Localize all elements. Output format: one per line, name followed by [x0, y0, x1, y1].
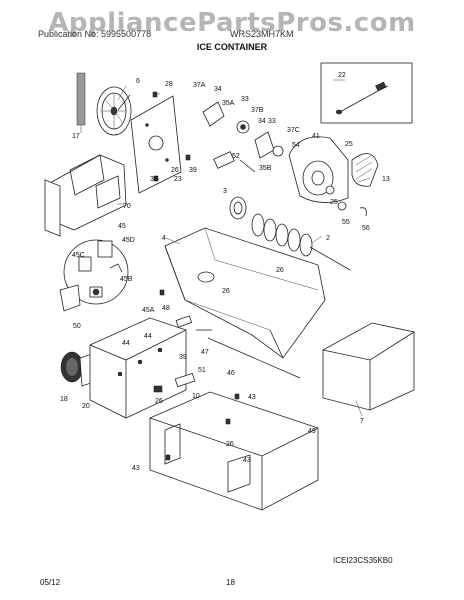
part-17-strip [76, 72, 86, 126]
callout-50: 50 [73, 323, 81, 330]
callout-45c: 45C [72, 252, 85, 259]
callout-44-right: 44 [144, 333, 152, 340]
callout-48: 48 [162, 305, 170, 312]
callout-70: 70 [123, 203, 131, 210]
callout-45b: 45B [120, 276, 133, 283]
auger-linkage [202, 101, 284, 173]
callout-54: 54 [292, 142, 300, 149]
part-4-ice-container [164, 227, 326, 359]
callout-26-frame: 26 [226, 441, 234, 448]
callout-39-low: 39 [179, 354, 187, 361]
part-6-wheel [96, 86, 132, 136]
callout-39-left: 39 [150, 176, 158, 183]
callout-45: 45 [118, 223, 126, 230]
callout-6: 6 [136, 78, 140, 85]
reference-code: ICEI23CS35KB0 [333, 556, 393, 565]
part-70-bracket [49, 154, 127, 231]
callout-34-top: 34 [214, 86, 222, 93]
callout-43-mid: 43 [243, 457, 251, 464]
part-49-frame [149, 391, 319, 511]
callout-13: 13 [382, 176, 390, 183]
screws [152, 91, 240, 461]
callout-33-mid: 33 [268, 118, 276, 125]
callout-25-low: 25 [330, 199, 338, 206]
callout-46: 46 [227, 370, 235, 377]
callout-26-floor: 26 [222, 288, 230, 295]
callout-4: 4 [162, 235, 166, 242]
part-23-plate [130, 95, 182, 194]
model-number: WRS23MH7KM [230, 29, 294, 39]
callout-20: 20 [82, 403, 90, 410]
callout-23: 23 [174, 176, 182, 183]
callout-26-bracket: 26 [155, 398, 163, 405]
callout-49: 49 [308, 428, 316, 435]
callout-43-left: 43 [132, 465, 140, 472]
callout-34-mid: 34 [258, 118, 266, 125]
callout-51: 51 [198, 367, 206, 374]
part-22-inset [320, 62, 413, 124]
page-number: 18 [226, 578, 235, 587]
part-45-detail [63, 239, 129, 305]
callout-33-top: 33 [241, 96, 249, 103]
part-13-crusher [351, 153, 379, 187]
callout-18: 18 [60, 396, 68, 403]
callout-45d: 45D [122, 237, 135, 244]
diagram-title: ICE CONTAINER [196, 42, 268, 52]
callout-7: 7 [360, 418, 364, 425]
callout-35b: 35B [259, 165, 272, 172]
callout-47: 47 [201, 349, 209, 356]
callout-35a: 35A [222, 100, 235, 107]
callout-22: 22 [338, 72, 346, 79]
callout-44-left: 44 [122, 340, 130, 347]
callout-43-right: 43 [248, 394, 256, 401]
leader-lines [80, 79, 371, 417]
callout-45a: 45A [142, 307, 155, 314]
callout-39-right: 39 [189, 167, 197, 174]
part-2-auger [251, 213, 351, 271]
publication-date: 05/12 [40, 578, 61, 587]
callout-37c: 37C [287, 127, 300, 134]
part-7-cover [322, 322, 415, 411]
callout-17: 17 [72, 133, 80, 140]
part-3-gear [229, 196, 247, 220]
callout-2: 2 [326, 235, 330, 242]
callout-25-right: 25 [345, 141, 353, 148]
callout-55: 55 [342, 219, 350, 226]
callout-37a: 37A [193, 82, 206, 89]
callout-26-container: 26 [276, 267, 284, 274]
callout-37b: 37B [251, 107, 264, 114]
callout-labels: 6 28 17 37A 34 35A 33 37B 34 33 37C 41 5… [60, 72, 390, 472]
publication-number: Publication No: 5995500778 [38, 29, 152, 39]
callout-26-plate: 26 [171, 167, 179, 174]
watermark: AppliancePartsPros.com [48, 8, 416, 38]
callout-52: 52 [232, 153, 240, 160]
callout-28: 28 [165, 81, 173, 88]
callout-41: 41 [312, 133, 320, 140]
callout-10: 10 [192, 393, 200, 400]
callout-56: 56 [362, 225, 370, 232]
part-20-bracket [89, 317, 187, 419]
part-41-housing [288, 136, 349, 203]
part-18-motor [60, 351, 95, 387]
callout-3: 3 [223, 188, 227, 195]
